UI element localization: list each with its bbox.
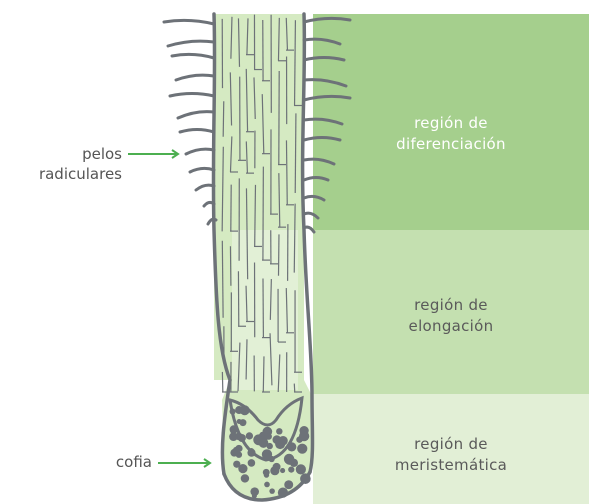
- root-hairs-arrow: [128, 150, 178, 158]
- root-hair: [196, 185, 214, 190]
- root-hair: [304, 39, 340, 44]
- cap-cell: [252, 493, 257, 498]
- cap-cell: [269, 488, 275, 494]
- root-hairs-label: pelos radiculares: [10, 144, 122, 184]
- cap-cell: [296, 464, 306, 474]
- root-hair: [304, 159, 334, 164]
- cap-cell: [297, 444, 307, 454]
- cap-cell: [284, 480, 293, 489]
- cap-cell: [270, 466, 279, 475]
- cap-cell: [241, 474, 249, 482]
- differentiation-zone-line1: región de: [313, 113, 589, 134]
- root-hairs-label-line1: pelos: [10, 144, 122, 164]
- cap-cell: [236, 451, 242, 457]
- cap-cell: [259, 438, 269, 448]
- root-hair: [180, 130, 214, 133]
- cap-cell: [287, 442, 296, 451]
- cap-cell: [248, 459, 256, 467]
- root-hair: [304, 80, 346, 86]
- elongation-zone-line2: elongación: [313, 316, 589, 337]
- root-hair: [304, 213, 318, 218]
- cap-cell: [260, 432, 265, 437]
- root-hair: [186, 149, 214, 154]
- cap-cell: [280, 468, 285, 473]
- cap-cell: [237, 419, 242, 424]
- elongation-zone-label: región de elongación: [313, 295, 589, 337]
- cap-cell: [238, 434, 246, 442]
- root-hair: [304, 96, 350, 100]
- cap-cell: [275, 439, 285, 449]
- cell-wall-line: [255, 185, 256, 247]
- cap-cell: [299, 431, 309, 441]
- root-cap-arrow: [158, 459, 210, 467]
- root-hair: [176, 75, 214, 80]
- root-hair: [168, 41, 214, 46]
- cap-cell: [278, 488, 288, 498]
- root-hair: [172, 54, 214, 58]
- differentiation-zone-label: región de diferenciación: [313, 113, 589, 155]
- cap-cell: [248, 448, 254, 454]
- root-hair: [170, 94, 214, 97]
- cell-wall-line: [263, 356, 264, 392]
- cell-wall-line: [286, 140, 287, 204]
- root-hair: [164, 20, 214, 24]
- cap-cell: [262, 449, 272, 459]
- cap-cell: [300, 473, 311, 484]
- root-cap-label: cofia: [60, 452, 152, 472]
- meristematic-zone-line2: meristemática: [313, 455, 589, 476]
- cap-cell: [240, 405, 250, 415]
- root-hair: [190, 168, 214, 172]
- cap-cell: [285, 455, 295, 465]
- elongation-zone-line1: región de: [313, 295, 589, 316]
- differentiation-zone-line2: diferenciación: [313, 134, 589, 155]
- cell-wall-line: [278, 18, 279, 61]
- cell-wall-line: [222, 241, 223, 318]
- root-hair: [304, 196, 324, 200]
- cap-cell: [264, 482, 270, 488]
- cell-wall-line: [295, 113, 296, 193]
- cap-cell: [288, 466, 294, 472]
- root-hair: [304, 178, 328, 181]
- cap-cell: [230, 425, 238, 433]
- cap-cell: [230, 409, 236, 415]
- root-hair: [304, 18, 350, 22]
- meristematic-zone-line1: región de: [313, 434, 589, 455]
- cell-wall-line: [223, 101, 224, 136]
- meristematic-zone-label: región de meristemática: [313, 434, 589, 476]
- cap-cell: [238, 464, 247, 473]
- cap-cell: [263, 469, 270, 476]
- root-hair: [178, 112, 214, 118]
- cap-cell: [235, 445, 242, 452]
- cap-cell: [246, 432, 253, 439]
- root-hair: [304, 58, 344, 61]
- root-hairs-label-line2: radiculares: [10, 164, 122, 184]
- cap-cell: [276, 428, 282, 434]
